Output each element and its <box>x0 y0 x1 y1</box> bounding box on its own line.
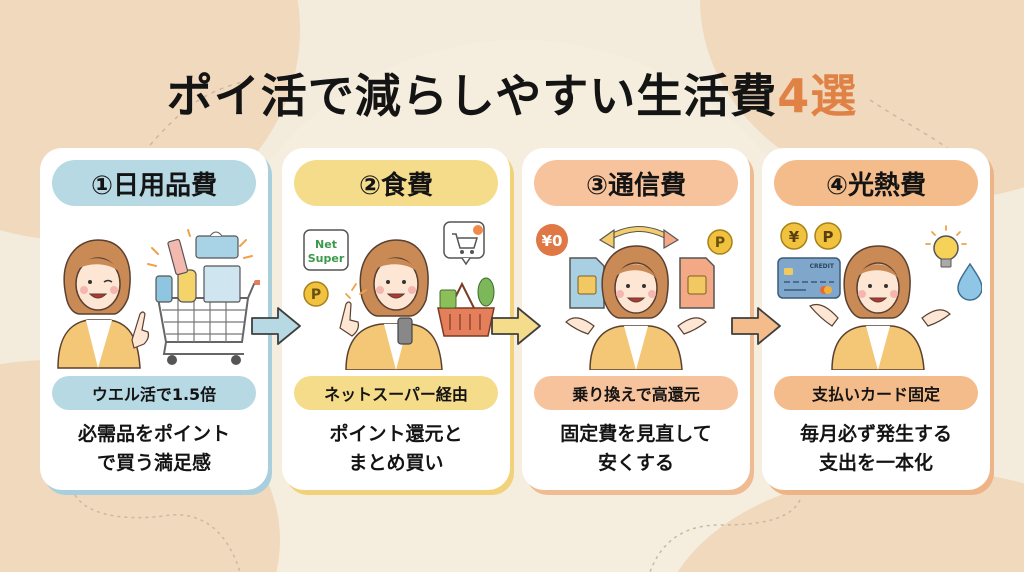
card-heading: ①日用品費 <box>52 160 256 206</box>
svg-text:P: P <box>823 228 834 246</box>
svg-text:P: P <box>311 287 321 303</box>
credit-card-icon: CREDIT <box>777 257 841 299</box>
food-illustration: Net Super P <box>303 221 495 370</box>
description-line: で買う満足感 <box>96 452 211 474</box>
svg-text:CREDIT: CREDIT <box>810 263 835 270</box>
light-bulb-icon <box>925 225 967 268</box>
utilities-illustration: ¥ P CREDIT <box>777 222 982 370</box>
yen-zero-badge-icon: ¥0 <box>536 224 568 256</box>
card-heading: ②食費 <box>294 160 498 206</box>
arrow-right-icon <box>491 307 541 345</box>
card-daily-goods: ①日用品費 <box>40 148 268 490</box>
point-coin-icon: P <box>814 222 842 250</box>
svg-text:Net: Net <box>315 238 337 251</box>
card-food: ②食費 Net Super P <box>282 148 510 490</box>
card-description: 必需品をポイント で買う満足感 <box>46 420 262 478</box>
smartphone-icon <box>397 317 413 345</box>
description-line: まとめ買い <box>348 452 444 474</box>
grocery-basket-icon <box>437 277 495 337</box>
spray-bottle-icon <box>155 275 173 303</box>
card-telecom: ③通信費 ¥0 P <box>522 148 750 490</box>
card-tagline: 乗り換えで高還元 <box>534 376 738 410</box>
title-accent: 4選 <box>777 69 858 123</box>
woman-open-hands-icon <box>809 245 951 370</box>
daily-goods-illustration <box>57 229 260 369</box>
svg-text:¥0: ¥0 <box>542 232 563 250</box>
tissue-box-icon <box>195 235 239 259</box>
cart-bubble-icon <box>443 221 485 266</box>
card-tagline: ネットスーパー経由 <box>294 376 498 410</box>
woman-with-smartphone-icon <box>339 239 443 370</box>
page-title: ポイ活で減らしやすい生活費4選 <box>0 60 1024 126</box>
arrow-right-icon <box>731 307 781 345</box>
net-super-badge-icon: Net Super <box>303 229 349 271</box>
card-description: 毎月必ず発生する 支出を一本化 <box>768 420 984 478</box>
woman-open-hands-icon <box>565 245 707 370</box>
sim-card-orange-icon <box>679 257 715 309</box>
card-description: 固定費を見直して 安くする <box>528 420 744 478</box>
woman-icon <box>57 239 150 369</box>
svg-text:Super: Super <box>308 252 345 265</box>
card-heading: ③通信費 <box>534 160 738 206</box>
description-line: ポイント還元と <box>329 423 463 445</box>
pump-bottle-icon <box>177 269 197 303</box>
telecom-illustration: ¥0 P <box>536 224 733 370</box>
description-line: 固定費を見直して <box>560 423 712 445</box>
card-tagline: 支払いカード固定 <box>774 376 978 410</box>
sim-card-blue-icon <box>569 257 605 309</box>
arrow-right-icon <box>251 307 301 345</box>
description-line: 安くする <box>597 452 674 474</box>
title-main: ポイ活で減らしやすい生活費 <box>166 69 778 123</box>
svg-text:P: P <box>715 235 725 251</box>
description-line: 必需品をポイント <box>77 423 230 445</box>
yen-coin-icon: ¥ <box>780 222 808 250</box>
point-coin-icon: P <box>303 281 329 307</box>
description-line: 毎月必ず発生する <box>799 423 952 445</box>
card-heading: ④光熱費 <box>774 160 978 206</box>
shopping-cart-icon <box>147 229 260 365</box>
swap-arrows-icon <box>598 226 680 250</box>
description-line: 支出を一本化 <box>818 452 933 474</box>
water-drop-icon <box>957 262 982 301</box>
card-description: ポイント還元と まとめ買い <box>288 420 504 478</box>
card-utilities: ④光熱費 ¥ P CREDIT <box>762 148 990 490</box>
svg-text:¥: ¥ <box>789 228 800 246</box>
point-coin-icon: P <box>707 229 733 255</box>
card-tagline: ウエル活で1.5倍 <box>52 376 256 410</box>
